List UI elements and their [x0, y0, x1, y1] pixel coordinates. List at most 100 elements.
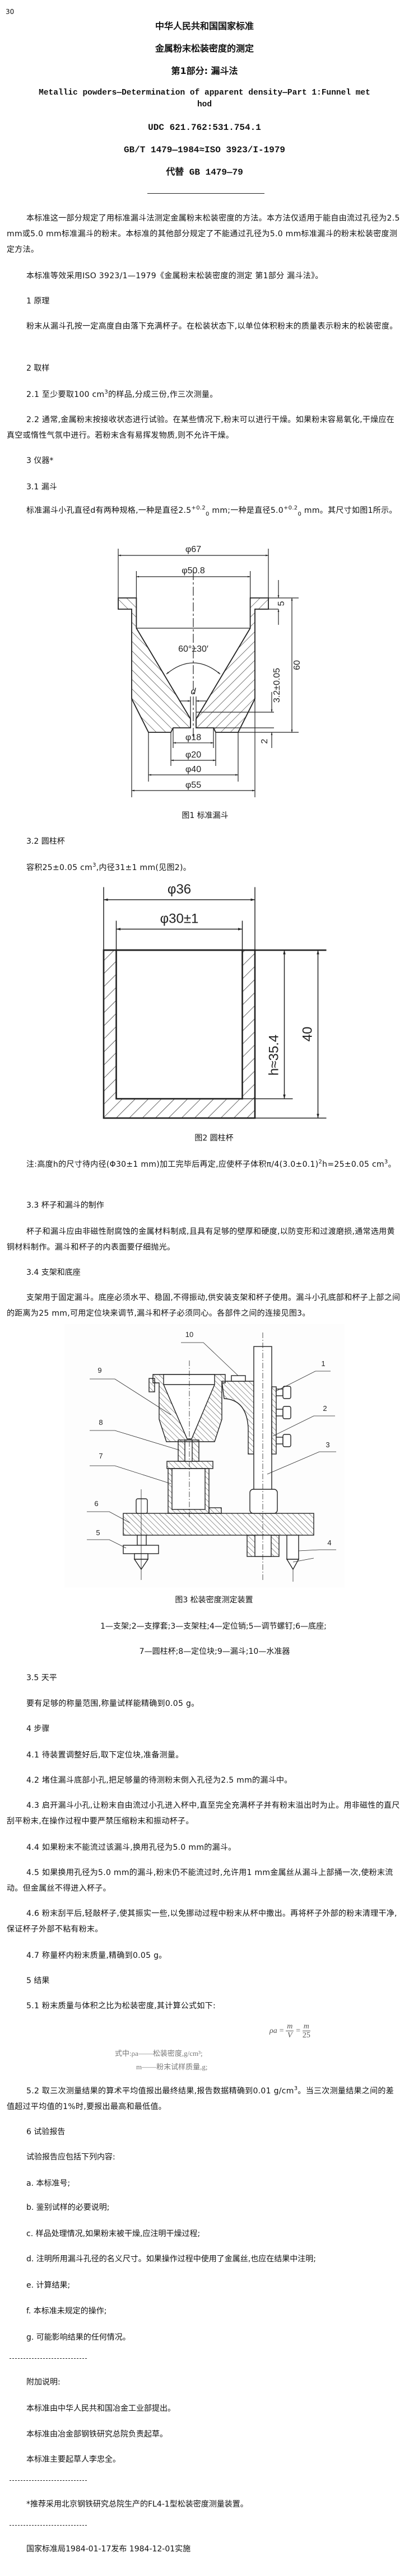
dim-label: φ18 — [185, 733, 201, 742]
dim-label: 2 — [260, 738, 269, 744]
subsection-heading: 3.5 天平 — [26, 1673, 57, 1682]
section-heading: 2 取样 — [26, 364, 50, 373]
report-item: f. 本标准未规定的操作; — [26, 2307, 107, 2316]
funnel-section-left — [118, 597, 191, 733]
text-segment: mm;一种是直径5.0 — [209, 506, 283, 515]
dim-label: φ20 — [185, 750, 201, 760]
text-segment: mm。其尺寸如图1所示。 — [301, 506, 397, 515]
dim-label: φ40 — [185, 765, 201, 774]
subsection-heading: 3.1 漏斗 — [26, 483, 57, 492]
appendix-line: 本标准由中华人民共和国冶金工业部提出。 — [26, 2404, 175, 2413]
section-heading: 1 原理 — [26, 297, 50, 306]
text-segment: ,内径31±1 mm(见图2)。 — [96, 863, 192, 872]
clause-5-2: 5.2 取三次测量结果的算术平均值报出最终结果,报告数据精确到0.01 g/cm… — [7, 2083, 401, 2115]
formula-equals: = — [278, 2026, 285, 2035]
issue-dates: 国家标准局1984-01-17发布 1984-12-01实施 — [26, 2545, 191, 2554]
figure-2-note: 注:高度h的尺寸待内径(Φ30±1 mm)加工完毕后再定,应使杯子体积π/4(3… — [7, 1157, 401, 1172]
dim-label: φ30±1 — [160, 911, 199, 926]
section-heading: 4 步骤 — [26, 1724, 50, 1733]
english-title-line2: hod — [197, 100, 212, 109]
dim-label: φ50.8 — [182, 566, 205, 576]
document-title: 金属粉末松装密度的测定 — [155, 43, 254, 54]
part-title: 第1部分: 漏斗法 — [171, 66, 238, 76]
tolerance-upper: +0.2 — [283, 505, 298, 511]
tolerance-lower: 0 — [206, 511, 210, 517]
iso-equivalence: 本标准等效采用ISO 3923/1—1979《金属粉末松装密度的测定 第1部分 … — [26, 272, 323, 280]
cup-cavity — [115, 949, 243, 1100]
figure-2-caption: 图2 圆柱杯 — [194, 1134, 234, 1143]
text-segment: 容积25±0.05 cm — [26, 863, 93, 872]
funnel-drawing: φ67 φ50.8 60°±30′ d φ18 φ20 φ40 φ55 5 60… — [118, 545, 302, 797]
callout-label: 6 — [94, 1499, 98, 1508]
clause-3-4: 支架用于固定漏斗。底座必须水平、稳固,不得振动,供安装支架和杯子使用。漏斗小孔底… — [7, 1293, 401, 1318]
report-item: e. 计算结果; — [26, 2281, 71, 2290]
dim-label: 60°±30′ — [178, 644, 208, 654]
callout-label: 4 — [327, 1539, 331, 1547]
callout-label: 2 — [323, 1404, 327, 1413]
section-heading: 5 结果 — [26, 1976, 50, 1985]
callout-label: 10 — [185, 1330, 193, 1339]
subsection-heading: 3.3 杯子和漏斗的制作 — [26, 1201, 104, 1210]
section-heading: 3 仪器* — [26, 456, 54, 465]
header-divider — [147, 193, 264, 194]
clause-3-3: 杯子和漏斗应由非磁性耐腐蚀的金属材料制成,且具有足够的壁厚和硬度,以防变形和过渡… — [7, 1227, 395, 1252]
dim-label: h≈35.4 — [266, 1035, 281, 1076]
callout-label: 7 — [99, 1452, 103, 1460]
dim-label: 3.2±0.05 — [272, 668, 282, 703]
locating-block — [166, 1461, 213, 1469]
appendix-line: 本标准主要起草人李忠全。 — [26, 2455, 120, 2464]
apparatus-drawing: 1 2 3 4 5 6 7 8 9 10 — [64, 1324, 345, 1587]
dim-label: 40 — [300, 1027, 315, 1042]
appendix-heading: 附加说明: — [26, 2378, 61, 2387]
figure-1-caption: 图1 标准漏斗 — [182, 811, 229, 820]
text-segment: 5.2 取三次测量结果的算术平均值报出最终结果,报告数据精确到0.01 g/cm — [26, 2087, 294, 2096]
report-lead: 试验报告应包括下列内容: — [26, 2153, 115, 2162]
formula-where-2: m——粉末试样质量,g; — [136, 2063, 208, 2071]
adjusting-screw — [123, 1545, 159, 1554]
procedure-step: 4.6 粉末刮平后,轻敲杯子,使其振实一些,以免挪动过程中粉末从杯中撒出。再将杯… — [7, 1909, 397, 1934]
text-segment: h=25±0.05 cm — [322, 1160, 384, 1169]
denominator: 25 — [302, 2031, 310, 2040]
text-segment: 。当三次测量结果之间的差值超过平均值的1%时,要报出最高和最低值。 — [7, 2087, 394, 2111]
section-heading: 6 试验报告 — [26, 2128, 66, 2136]
dim-label: d — [191, 687, 197, 696]
clause-2-2: 2.2 通常,金属粉末按接收状态进行试验。在某些情况下,粉末可以进行干燥。如果粉… — [7, 415, 395, 440]
formula-equals: = — [295, 2026, 301, 2035]
procedure-step: 4.1 待装置调整好后,取下定位块,准备测量。 — [26, 1751, 184, 1760]
superscript: 3 — [294, 2086, 298, 2092]
gb-code: GB/T 1479—1984≈ISO 3923/I-1979 — [123, 145, 286, 155]
support-arm — [221, 1381, 254, 1455]
formula-symbol: ρa — [269, 2026, 277, 2035]
dim-label: φ67 — [185, 545, 201, 554]
dim-label: 60 — [292, 660, 302, 670]
callout-label: 8 — [99, 1418, 103, 1427]
intro-paragraph: 本标准这一部分规定了用标准漏斗法测定金属粉末松装密度的方法。本方法仅适用于能自由… — [7, 214, 400, 254]
footnote: *推荐采用北京钢铁研究总院生产的FL4-1型松装密度测量装置。 — [26, 2500, 248, 2509]
dim-label: φ36 — [168, 883, 191, 897]
procedure-step: 4.4 如果粉末不能流过该漏斗,换用孔径为5.0 mm的漏斗。 — [26, 1843, 236, 1852]
text-segment: 标准漏斗小孔直径d有两种规格,一种是直径2.5 — [26, 506, 192, 515]
callout-label: 3 — [326, 1441, 329, 1449]
text-segment: 的样品,分成三份,作三次测量。 — [108, 390, 218, 399]
report-item: d. 注明所用漏斗孔径的名义尺寸。如果操作过程中使用了金属丝,也应在结果中注明; — [26, 2255, 316, 2264]
dim-label: φ55 — [185, 780, 201, 790]
clause-3-1: 标准漏斗小孔直径d有两种规格,一种是直径2.5 +0.2 0 mm;一种是直径5.0… — [7, 503, 401, 518]
report-item: a. 本标准号; — [26, 2179, 71, 2188]
figure-3-legend: 1—支架;2—支撑套;3—支架柱;4—定位销;5—调节螺钉;6—底座; — [100, 1622, 327, 1631]
divider — [10, 2358, 87, 2359]
clause-3-2: 容积25±0.05 cm3,内径31±1 mm(见图2)。 — [7, 860, 401, 876]
clause-5-1: 5.1 粉末质量与体积之比为松装密度,其计算公式如下: — [26, 2002, 216, 2011]
figure-3-caption: 图3 松装密度测定装置 — [175, 1596, 253, 1605]
numerator: m — [286, 2022, 294, 2031]
base — [123, 1513, 314, 1536]
divider — [10, 2480, 87, 2481]
superscript: 3 — [384, 1159, 388, 1165]
funnel-section-right — [196, 597, 269, 733]
callout-label: 1 — [321, 1359, 325, 1368]
appendix-line: 本标准由冶金部钢铁研究总院负责起草。 — [26, 2430, 168, 2439]
procedure-step: 4.7 称量杯内粉末质量,精确到0.05 g。 — [26, 1951, 167, 1960]
clause-3-5: 要有足够的称量范围,称量试样能精确到0.05 g。 — [26, 1699, 199, 1708]
